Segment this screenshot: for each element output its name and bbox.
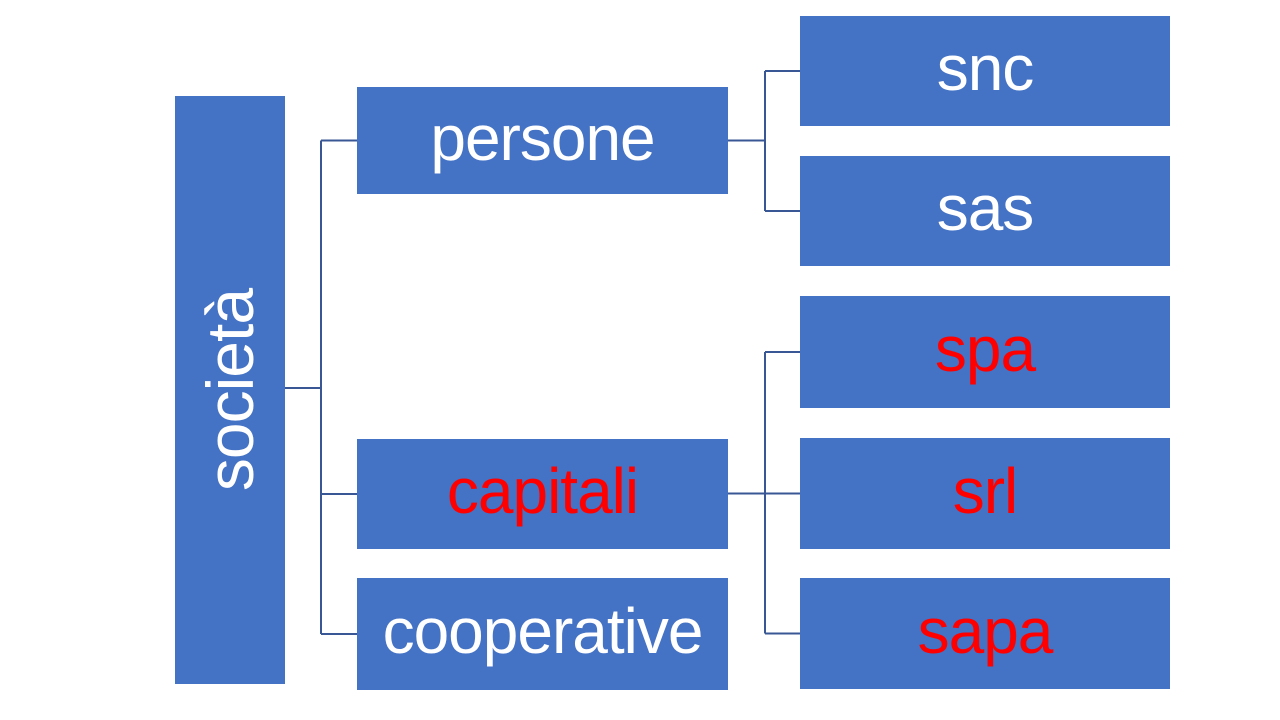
node-srl: srl <box>800 438 1170 549</box>
node-capitali: capitali <box>357 439 728 549</box>
connector-persone-children <box>728 70 800 212</box>
node-societa: società <box>175 96 285 684</box>
node-snc-label: snc <box>936 32 1035 104</box>
node-sas: sas <box>800 156 1170 266</box>
node-sas-label: sas <box>936 172 1035 244</box>
node-snc: snc <box>800 16 1170 126</box>
node-societa-label: società <box>193 288 267 492</box>
node-srl-label: srl <box>952 454 1019 527</box>
node-spa: spa <box>800 296 1170 408</box>
connector-societa-children <box>285 139 357 635</box>
node-persone: persone <box>357 87 728 194</box>
node-spa-label: spa <box>934 313 1036 385</box>
node-sapa-label: sapa <box>917 594 1054 667</box>
node-capitali-label: capitali <box>446 455 639 527</box>
node-sapa: sapa <box>800 578 1170 689</box>
node-persone-label: persone <box>430 101 655 174</box>
node-cooperative-label: cooperative <box>382 595 704 667</box>
node-cooperative: cooperative <box>357 578 728 690</box>
connector-capitali-children <box>728 351 800 635</box>
